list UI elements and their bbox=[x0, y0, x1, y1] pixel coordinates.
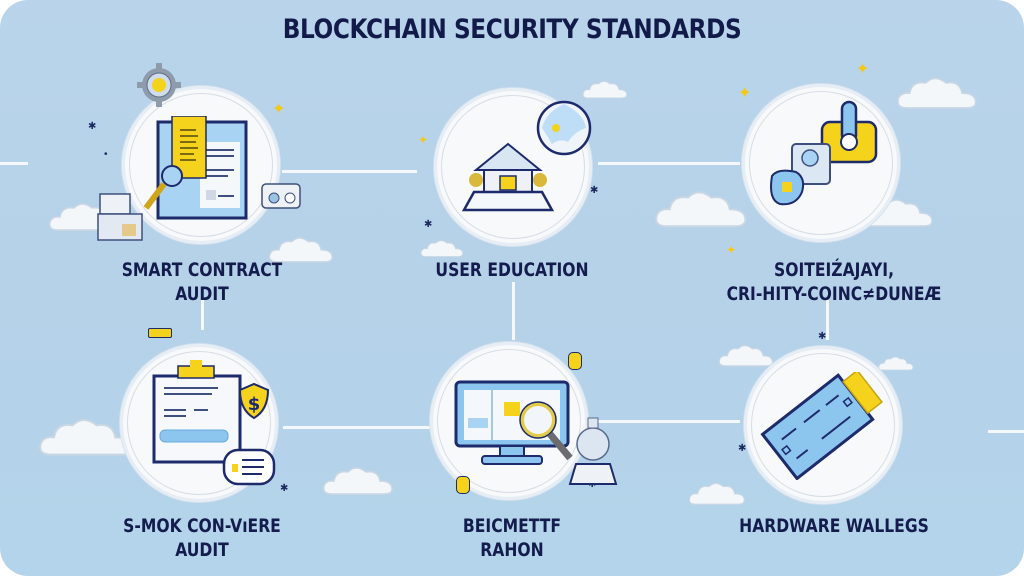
star-dot-icon: • bbox=[104, 149, 108, 160]
star-dot-icon: ✱ bbox=[590, 185, 599, 196]
connector-edge-right bbox=[988, 430, 1024, 433]
sparkle-icon: ✦ bbox=[418, 133, 429, 147]
yellow-badge-icon bbox=[148, 328, 172, 338]
coin-icon bbox=[568, 352, 582, 370]
sparkle-icon: ✦ bbox=[726, 243, 737, 257]
bank-building-icon bbox=[461, 142, 555, 212]
label-line: SMART CONTRACT bbox=[121, 259, 283, 281]
hardware-wallet-card-icon bbox=[760, 372, 883, 480]
node-circle-hardware-wallets bbox=[744, 346, 902, 504]
label-line: SOITEIŹAJAYI, bbox=[773, 259, 895, 281]
label-line: BEICMETTF bbox=[462, 515, 562, 537]
connector-vertical-left bbox=[201, 300, 204, 330]
cloud-icon bbox=[878, 356, 914, 371]
cloud-icon bbox=[322, 467, 393, 495]
label-line: USER EDUCATION bbox=[435, 259, 589, 281]
connector-top-right bbox=[598, 162, 740, 165]
label-line: CRI-HITY-COINC≠DUNEÆ bbox=[726, 283, 942, 305]
clipboard-shield-dollar-icon: $ bbox=[152, 360, 276, 486]
sparkle-icon: ✦ bbox=[856, 61, 870, 78]
hardware-joystick-icon bbox=[770, 100, 878, 206]
node-label-beicmettf-rahon: BEICMETTF RAHON bbox=[422, 514, 602, 562]
star-dot-icon: ✱ bbox=[88, 121, 97, 132]
cloud-icon bbox=[420, 240, 464, 258]
node-label-smart-contract-audit: SMART CONTRACT AUDIT bbox=[112, 258, 292, 306]
star-dot-icon: ✱ bbox=[280, 483, 289, 494]
label-line: AUDIT bbox=[175, 283, 229, 305]
label-line: RAHON bbox=[480, 539, 544, 561]
document-magnifier-icon bbox=[144, 116, 248, 220]
globe-icon bbox=[536, 100, 592, 156]
sparkle-icon: ✦ bbox=[738, 85, 752, 102]
node-label-smok-conv-audit: S-MOK CON-VıERE AUDIT bbox=[112, 514, 292, 562]
sparkle-icon: ✦ bbox=[272, 101, 286, 118]
cloud-icon bbox=[582, 80, 628, 99]
connector-vertical-right bbox=[826, 300, 829, 340]
wallet-box-icon bbox=[261, 183, 301, 209]
star-dot-icon: ✱ bbox=[424, 219, 433, 230]
connector-bottom-left bbox=[283, 426, 431, 429]
cloud-icon bbox=[268, 237, 333, 263]
label-line: HARDWARE WALLEGS bbox=[739, 515, 929, 537]
infographic-title: BLOCKCHAIN SECURITY STANDARDS bbox=[282, 14, 742, 45]
monitor-magnifier-icon bbox=[454, 380, 573, 465]
cloud-icon bbox=[897, 77, 977, 109]
coin-icon bbox=[456, 476, 470, 494]
connector-top-left bbox=[282, 170, 417, 173]
node-label-hardware-wallets: HARDWARE WALLEGS bbox=[711, 514, 957, 538]
label-line: AUDIT bbox=[175, 539, 229, 561]
node-label-user-education: USER EDUCATION bbox=[422, 258, 602, 282]
cloud-icon bbox=[688, 482, 745, 505]
connector-vertical-mid bbox=[512, 282, 515, 340]
cloud-icon bbox=[655, 191, 747, 228]
robot-desk-icon bbox=[568, 417, 618, 485]
connector-bottom-right bbox=[592, 420, 740, 423]
label-line: S-MOK CON-VıERE bbox=[123, 515, 281, 537]
gear-icon bbox=[137, 63, 181, 107]
star-dot-icon: ✱ bbox=[738, 443, 747, 454]
cloud-icon bbox=[718, 345, 774, 367]
node-label-security-coin-bundle: SOITEIŹAJAYI, CRI-HITY-COINC≠DUNEÆ bbox=[711, 258, 957, 306]
star-dot-icon: ✱ bbox=[818, 331, 827, 342]
devices-stack-icon bbox=[97, 193, 143, 241]
connector-edge-left bbox=[0, 162, 28, 165]
svg-text:$: $ bbox=[248, 394, 261, 415]
